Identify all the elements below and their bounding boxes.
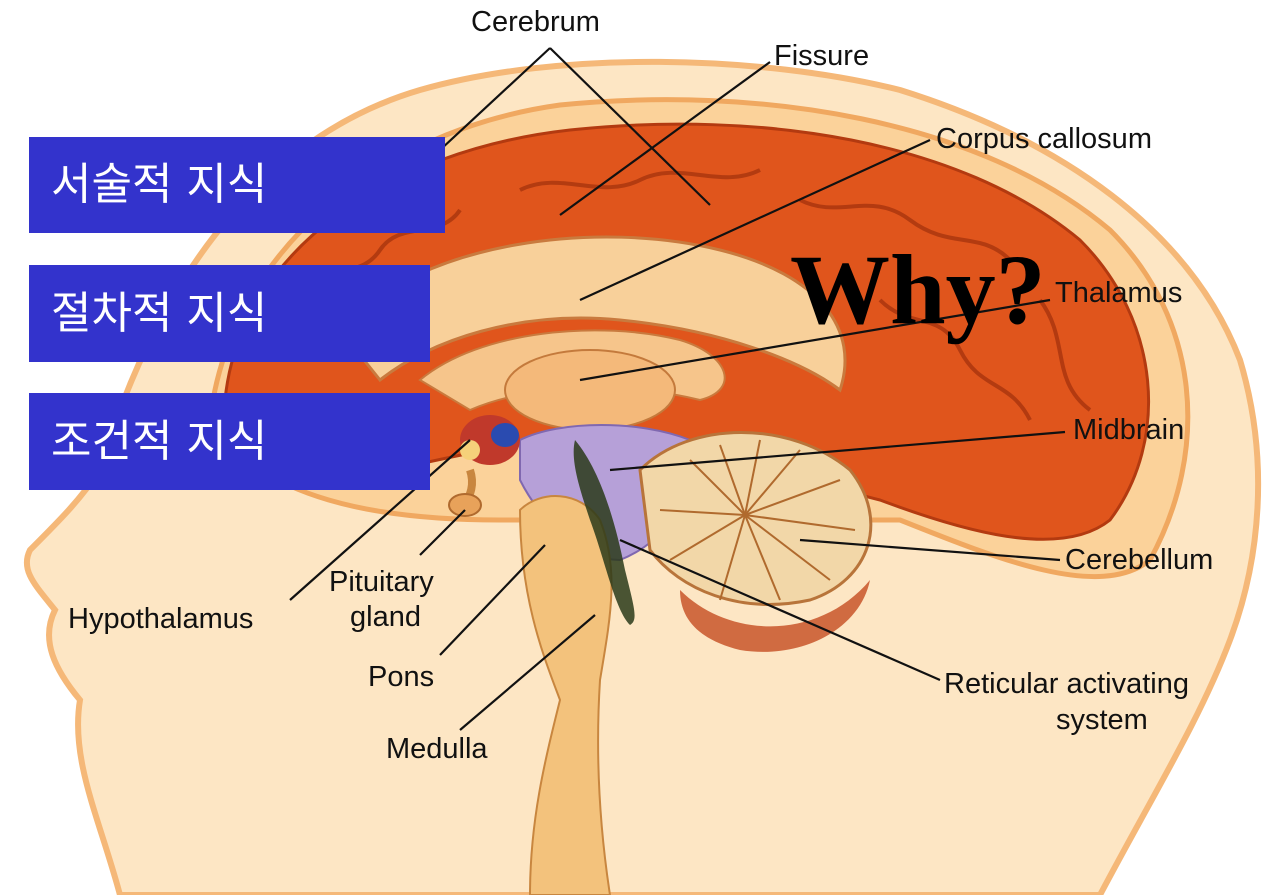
label-cerebrum: Cerebrum	[471, 6, 600, 39]
label-hypothalamus: Hypothalamus	[68, 603, 253, 636]
procedural-knowledge-text: 절차적 지식	[51, 292, 267, 336]
why-question: Why?	[790, 240, 1046, 340]
thalamus-shape	[505, 350, 675, 430]
declarative-knowledge-box: 서술적 지식	[29, 137, 445, 233]
label-midbrain: Midbrain	[1073, 414, 1184, 447]
conditional-knowledge-text: 조건적 지식	[51, 420, 267, 464]
label-corpus-callosum: Corpus callosum	[936, 123, 1152, 156]
label-reticular-1: Reticular activating	[944, 668, 1189, 701]
label-thalamus: Thalamus	[1055, 277, 1182, 310]
label-reticular-2: system	[1056, 704, 1148, 737]
pituitary-gland	[449, 494, 481, 516]
label-cerebellum: Cerebellum	[1065, 544, 1213, 577]
label-fissure: Fissure	[774, 40, 869, 73]
label-pons: Pons	[368, 661, 434, 694]
label-medulla: Medulla	[386, 733, 488, 766]
label-pituitary-2: gland	[350, 601, 421, 634]
procedural-knowledge-box: 절차적 지식	[29, 265, 430, 362]
declarative-knowledge-text: 서술적 지식	[51, 163, 267, 207]
conditional-knowledge-box: 조건적 지식	[29, 393, 430, 490]
label-pituitary-1: Pituitary	[329, 566, 434, 599]
